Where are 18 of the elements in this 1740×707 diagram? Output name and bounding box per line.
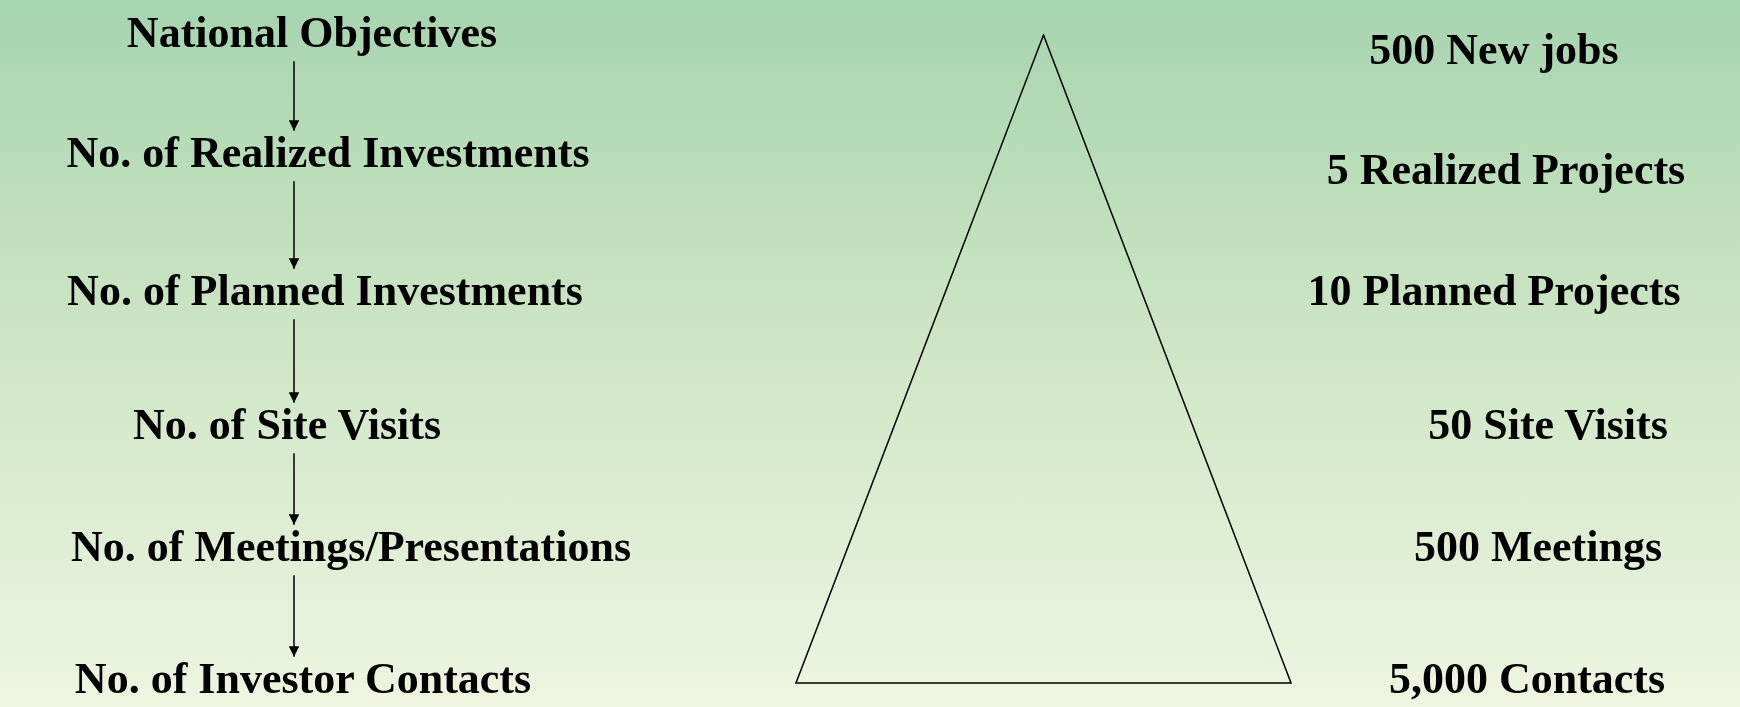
step-label: No. of Meetings/Presentations [70,522,632,572]
arrow [288,452,300,526]
arrow [288,574,300,658]
target-label: 5 Realized Projects [1326,145,1686,195]
arrow [288,60,300,132]
step-label: No. of Realized Investments [66,128,590,178]
target-label: 500 Meetings [1413,522,1663,572]
triangle-shape [795,34,1292,684]
step-label: National Objectives [126,8,498,58]
arrow [288,180,300,270]
target-label: 5,000 Contacts [1388,654,1666,704]
target-label: 500 New jobs [1369,25,1619,75]
target-label: 50 Site Visits [1428,400,1668,450]
step-label: No. of Investor Contacts [74,654,532,704]
arrow [288,318,300,404]
step-label: No. of Site Visits [133,400,441,450]
target-label: 10 Planned Projects [1307,266,1681,316]
step-label: No. of Planned Investments [67,266,583,316]
